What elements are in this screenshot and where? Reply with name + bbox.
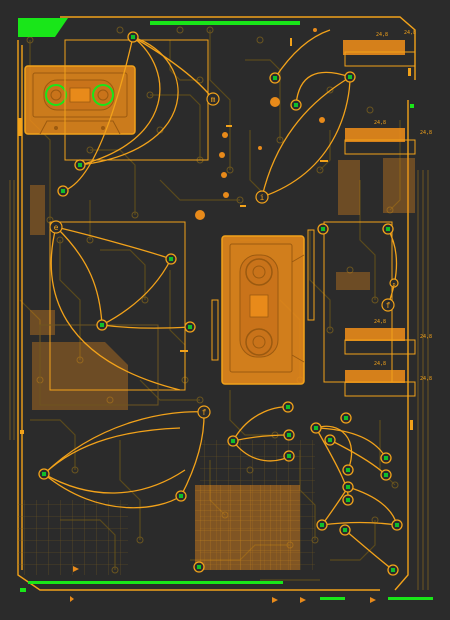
cassette-tape-icon [211,229,315,385]
striped-columns [9,170,429,590]
node-label-p: p [392,282,395,288]
node-label-f: f [386,301,391,310]
tag-label: 24,8 [374,120,386,126]
node-label-i: i [260,193,265,202]
connector-curves [43,29,398,571]
letter-nodes [49,92,399,419]
tag-label: 24,8 [420,130,432,136]
grid-regions [18,440,315,575]
tag-label: 24,8 [404,30,416,36]
node-label-e: e [54,223,59,232]
tag-label: 24,8 [376,32,388,38]
tag-label: 24,8 [420,334,432,340]
accent-ticks [18,38,413,434]
tag-label: 24,8 [374,361,386,367]
tag-label: 24,8 [420,376,432,382]
orange-dots [195,28,325,220]
green-bars [18,18,433,600]
node-label-m: m [211,95,216,104]
node-label-f: f [202,408,207,417]
tag-label: 24,8 [374,319,386,325]
node-cores [42,35,399,572]
circuit-pads [26,26,399,574]
cassette-tape-icon [24,65,136,135]
play-triangle-icon [70,566,376,603]
